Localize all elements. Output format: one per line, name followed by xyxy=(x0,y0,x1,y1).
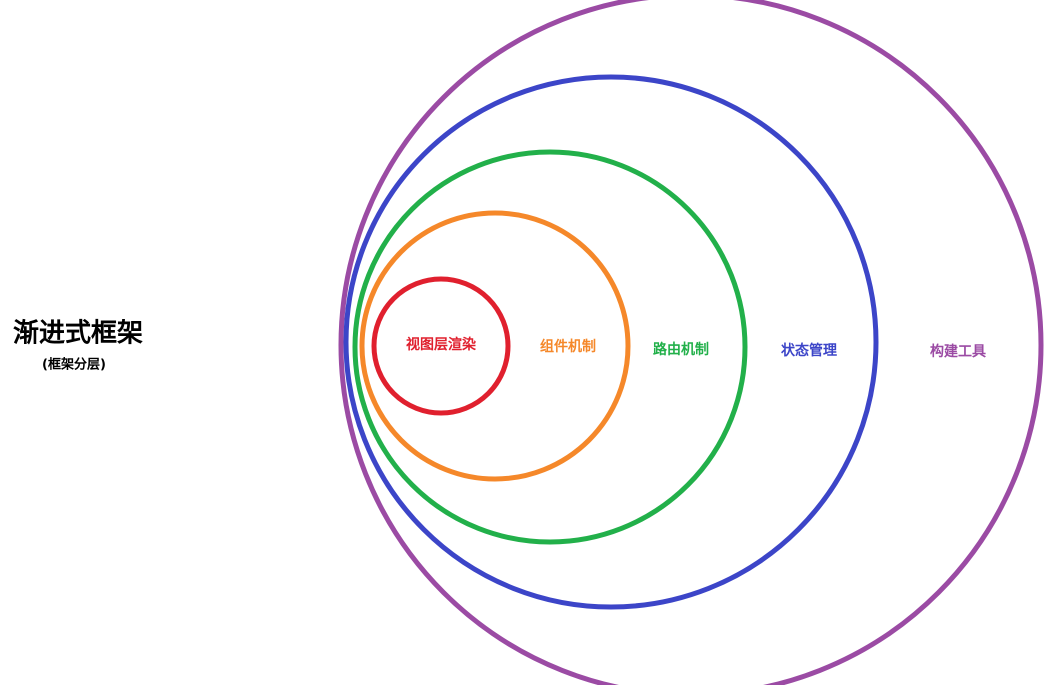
label-build-tools: 构建工具 xyxy=(930,343,986,360)
label-component: 组件机制 xyxy=(540,338,596,355)
ring-state-management xyxy=(343,74,879,610)
ring-routing xyxy=(352,149,748,545)
diagram-title: 渐进式框架 xyxy=(13,319,143,349)
label-state-management: 状态管理 xyxy=(781,342,837,359)
ring-build-tools xyxy=(338,0,1044,685)
label-view-render: 视图层渲染 xyxy=(406,336,477,353)
label-routing: 路由机制 xyxy=(653,341,709,358)
ring-component xyxy=(359,210,631,482)
ring-view-render xyxy=(371,276,511,416)
diagram-subtitle: (框架分层) xyxy=(42,357,106,373)
